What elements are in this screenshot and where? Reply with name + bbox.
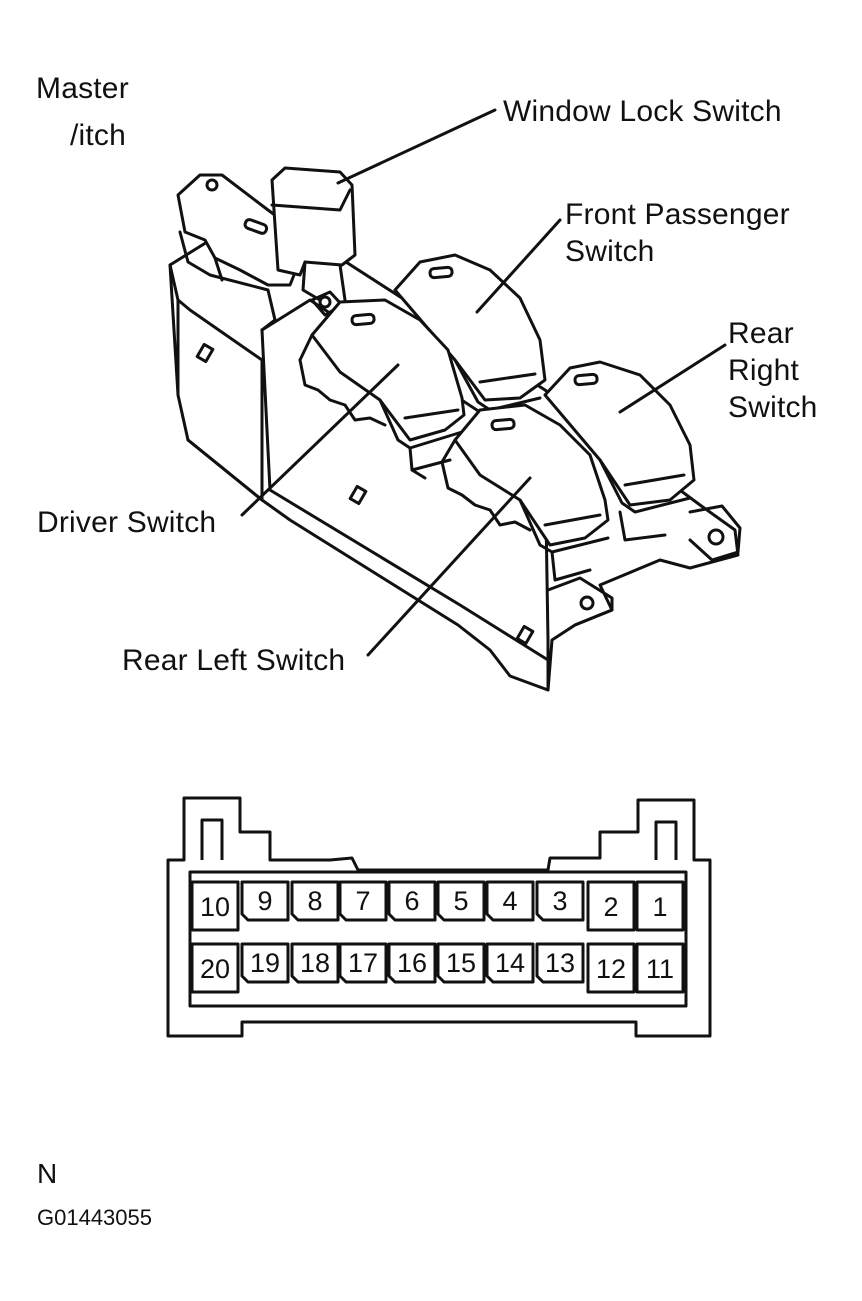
connector-pin-number: 6 (404, 886, 419, 916)
connector-pin-cell (240, 880, 290, 922)
connector-pin-cell (635, 942, 685, 994)
connector-pin-cell (586, 942, 636, 994)
connector-pin-number: 1 (652, 892, 667, 922)
leader-driver (240, 363, 400, 517)
master-switch-body (176, 173, 300, 287)
connector-pin-number: 8 (307, 886, 322, 916)
connector-pin-cell (586, 880, 636, 932)
connector-pin-number: 9 (257, 886, 272, 916)
connector-pin-cell (190, 880, 240, 932)
connector-pin-cell (535, 942, 585, 984)
label-front-passenger-line2: Switch (565, 235, 655, 268)
connector-pin-number: 20 (200, 954, 230, 984)
connector-pin-cell (436, 880, 486, 922)
connector-pin-number: 18 (300, 948, 330, 978)
label-driver: Driver Switch (37, 506, 217, 539)
label-rear-right-line2: Right (728, 354, 800, 387)
connector-pin-cell (190, 942, 240, 994)
connector-pin-number: 13 (545, 948, 575, 978)
driver-switch-body (310, 298, 466, 442)
master-switch-illustration (168, 108, 742, 692)
connector-pin-number: 19 (250, 948, 280, 978)
footer-letter: N (37, 1158, 58, 1189)
label-master-line1: Master (36, 72, 129, 105)
connector-pin-number: 10 (200, 892, 230, 922)
label-front-passenger-line1: Front Passenger (565, 198, 790, 231)
connector-pin-cell (290, 942, 340, 984)
connector-pin-number: 12 (596, 954, 626, 984)
label-rear-right-line1: Rear (728, 317, 794, 350)
leader-rear-right (618, 343, 727, 414)
connector-pin-cell (387, 942, 437, 984)
connector-pin-cell (387, 880, 437, 922)
leader-rear-left (366, 476, 532, 657)
leader-window-lock (336, 108, 497, 185)
front-passenger-switch-body (393, 253, 547, 402)
connector-pin-cell (290, 880, 340, 922)
label-window-lock: Window Lock Switch (503, 95, 782, 128)
connector-pin-number: 7 (355, 886, 370, 916)
connector-pin-number: 16 (397, 948, 427, 978)
connector-pin-cell (240, 942, 290, 984)
connector-pin-number: 5 (453, 886, 468, 916)
connector-pin-cell (485, 880, 535, 922)
connector-pin-cell (338, 880, 388, 922)
connector-pin-number: 14 (495, 948, 525, 978)
connector-pin-number: 17 (348, 948, 378, 978)
connector-pin-cell (338, 942, 388, 984)
label-master-line2: /itch (70, 119, 127, 152)
connector-pin-number: 4 (502, 886, 517, 916)
connector-pin-cell (635, 880, 685, 932)
connector-pin-number: 3 (552, 886, 567, 916)
label-rear-left: Rear Left Switch (122, 644, 346, 677)
connector-pin-cell (485, 942, 535, 984)
connector-pin-cell (535, 880, 585, 922)
label-rear-right-line3: Switch (728, 391, 818, 424)
footer-code: G01443055 (37, 1205, 152, 1230)
connector-pin-cell (436, 942, 486, 984)
connector-pin-number: 11 (646, 954, 674, 984)
connector-pin-number: 2 (603, 892, 618, 922)
connector-pin-number: 15 (446, 948, 476, 978)
window-lock-switch-body (270, 166, 357, 277)
rear-right-switch-body (543, 360, 696, 507)
leader-front-passenger (475, 218, 562, 314)
